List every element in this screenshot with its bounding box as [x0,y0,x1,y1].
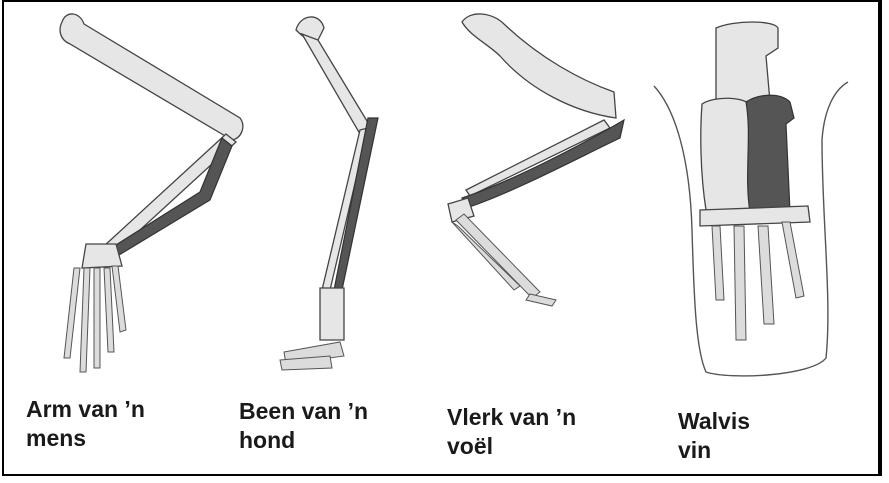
whale-scapula [716,22,778,104]
whale-carpals [700,206,810,226]
whale-digit-bones [712,222,804,340]
human-finger-bones [64,266,126,372]
label-whale-fin-line2: vin [678,436,750,465]
bird-ulna [466,120,610,196]
human-arm [60,14,243,372]
human-carpals [82,244,122,268]
dog-carpals [320,288,344,340]
label-dog-leg-line2: hond [239,426,368,455]
whale-radius [701,98,752,210]
whale-flipper [654,22,848,376]
dog-radius [334,118,378,290]
label-whale-fin: Walvis vin [678,407,750,465]
whale-ulna [746,95,794,212]
human-humerus [60,14,243,140]
label-human-arm: Arm van ’n mens [26,395,145,453]
dog-leg [280,17,378,370]
bird-digit-bones [452,214,556,306]
label-bird-wing-line1: Vlerk van ’n [447,403,576,432]
label-dog-leg-line1: Been van ’n [239,397,368,426]
bird-humerus [462,14,616,118]
label-bird-wing: Vlerk van ’n voël [447,403,576,461]
label-dog-leg: Been van ’n hond [239,397,368,455]
bird-wing [448,14,624,306]
dog-toe-bones [280,342,344,370]
label-whale-fin-line1: Walvis [678,407,750,436]
label-bird-wing-line2: voël [447,432,576,461]
label-human-arm-line2: mens [26,424,145,453]
dog-humerus [302,34,370,134]
label-human-arm-line1: Arm van ’n [26,395,145,424]
